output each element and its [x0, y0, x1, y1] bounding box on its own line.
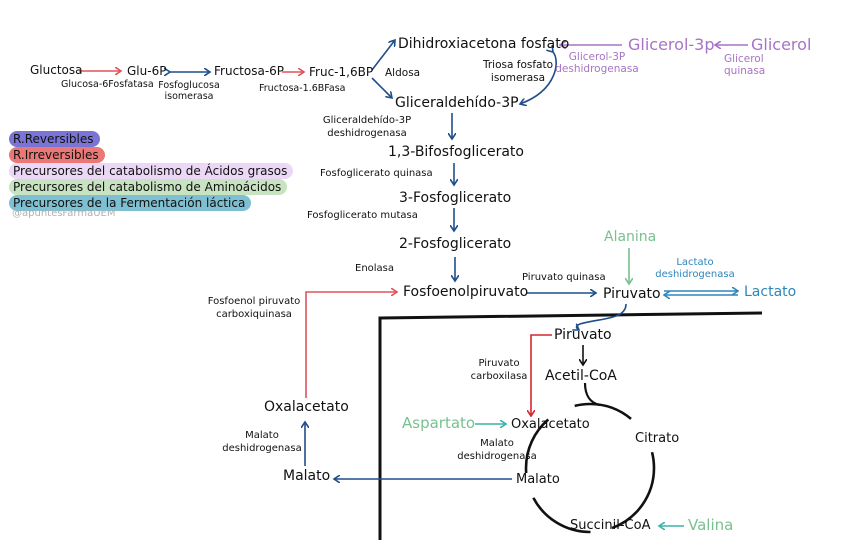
arrow-oxalacetato-pep: [305, 292, 397, 398]
enzyme-f16bpasa: Fructosa-1.6BFasa: [259, 83, 346, 94]
enzyme-mdh-mito-line1: Malato: [480, 438, 514, 449]
enzyme-aldosa: Aldosa: [385, 67, 421, 79]
legend-reversible: R.Reversibles: [9, 131, 100, 147]
enzyme-pgi-line1: Fosfoglucosa: [158, 80, 220, 91]
legend: R.Reversibles R.Irreversibles Precursore…: [9, 128, 294, 219]
enzyme-mdh-mito-line2: deshidrogenasa: [457, 451, 537, 462]
enzyme-pgi-line2: isomerasa: [164, 91, 214, 102]
enzyme-glicerol-quinasa-line1: Glicerol: [724, 53, 764, 65]
arrow-fruc16bp-dhap: [371, 40, 395, 71]
metabolite-dhap: Dihidroxiacetona fosfato: [398, 36, 570, 52]
watermark: @apuntesFarmaUEM: [12, 208, 116, 219]
enzyme-enolasa: Enolasa: [355, 263, 395, 274]
metabolite-fruc16bp: Fruc-1,6BP: [309, 65, 374, 79]
krebs-cycle: [583, 382, 601, 407]
metabolite-malato-cyto: Malato: [283, 468, 331, 484]
arrow-piruvato-mito: [577, 303, 627, 330]
enzyme-pepck-line2: carboxiquinasa: [216, 309, 292, 320]
metabolite-13bpg: 1,3-Bifosfoglicerato: [388, 144, 524, 160]
enzyme-glicerol-quinasa-line2: quinasa: [724, 65, 766, 77]
enzyme-mdh-cyto-line2: deshidrogenasa: [222, 443, 302, 454]
enzyme-gapdh-line1: Gliceraldehído-3P: [322, 115, 412, 126]
metabolite-valina: Valina: [688, 516, 734, 534]
legend-lactic-fermentation-precursors: Precursores de la Fermentación láctica: [9, 195, 252, 211]
enzyme-g3pdh-line1: Glicerol-3P: [568, 51, 626, 63]
metabolite-oxalacetato-cyto: Oxalacetato: [264, 399, 349, 415]
legend-amino-acid-precursors: Precursores del catabolismo de Aminoácid…: [9, 179, 288, 195]
metabolite-gluctosa: Gluctosa: [30, 63, 83, 77]
enzyme-mdh-cyto-line1: Malato: [245, 430, 279, 441]
metabolite-pep: Fosfoenolpiruvato: [403, 284, 529, 300]
metabolite-fructosa6p: Fructosa-6P: [214, 64, 285, 78]
enzyme-tpi-line2: isomerasa: [490, 72, 546, 84]
metabolite-aspartato: Aspartato: [402, 414, 476, 432]
metabolite-glicerol3p: Glicerol-3p: [628, 35, 715, 54]
metabolite-lactato: Lactato: [744, 284, 797, 300]
metabolite-2pg: 2-Fosfoglicerato: [399, 236, 512, 252]
krebs-cycle-ring: [524, 402, 656, 534]
metabolite-succinilcoa: Succinil-CoA: [570, 518, 651, 533]
legend-fatty-acid-precursors: Precursores del catabolismo de Ácidos gr…: [9, 163, 294, 179]
arrow-tpi: [520, 52, 557, 104]
enzyme-pc-line1: Piruvato: [478, 358, 520, 369]
enzyme-ldh-line2: deshidrogenasa: [655, 269, 735, 280]
enzyme-g6pasa: Glucosa-6Fosfatasa: [61, 79, 154, 90]
arrow-fruc16bp-g3p: [371, 77, 392, 98]
metabolite-alanina: Alanina: [604, 229, 657, 245]
metabolite-piruvato: Piruvato: [603, 286, 661, 302]
enzyme-pgk: Fosfoglicerato quinasa: [320, 168, 433, 179]
enzyme-tpi-line1: Triosa fosfato: [482, 59, 554, 71]
arrow-piruvato-oxalacetato: [531, 334, 552, 416]
metabolite-piruvato-mito: Piruvato: [554, 327, 612, 343]
metabolite-3pg: 3-Fosfoglicerato: [399, 190, 512, 206]
enzyme-g3pdh-line2: deshidrogenasa: [555, 63, 639, 75]
legend-irreversible: R.Irreversibles: [9, 147, 105, 163]
enzyme-pepck-line1: Fosfoenol piruvato: [207, 296, 301, 307]
enzyme-ldh-line1: Lactato: [676, 257, 714, 268]
metabolite-glicerol: Glicerol: [751, 35, 812, 54]
metabolite-citrato: Citrato: [635, 431, 680, 446]
metabolite-oxalacetato-mito: Oxalacetato: [511, 417, 590, 432]
metabolite-g3p: Gliceraldehído-3P: [395, 95, 519, 111]
metabolite-malato-mito: Malato: [516, 472, 560, 487]
metabolite-acetilcoa: Acetil-CoA: [545, 368, 617, 384]
enzyme-pk: Piruvato quinasa: [522, 272, 606, 283]
enzyme-pc-line2: carboxilasa: [470, 371, 528, 382]
mitochondrion-border: [378, 311, 763, 540]
enzyme-pgm: Fosfoglicerato mutasa: [307, 210, 418, 221]
enzyme-gapdh-line2: deshidrogenasa: [327, 128, 407, 139]
metabolite-glu6p: Glu-6P: [127, 64, 167, 78]
